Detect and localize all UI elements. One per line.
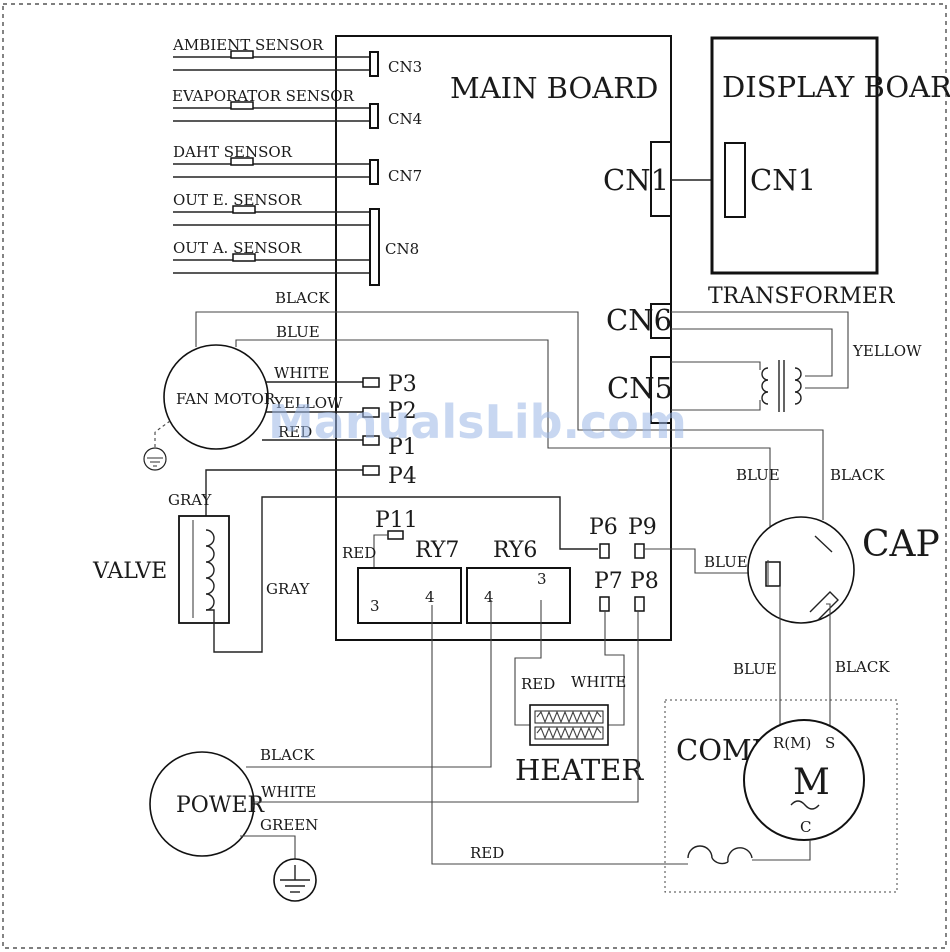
- pin-p4: P4: [388, 464, 417, 489]
- wire-red-comp: RED: [470, 844, 504, 862]
- sensor-label: OUT A. SENSOR: [173, 239, 302, 257]
- pin-p11: P11: [375, 508, 418, 533]
- ry6-terminal-4: 4: [484, 588, 494, 606]
- power-source: [149, 751, 255, 857]
- cn6-connector: [650, 303, 672, 339]
- pin-p6: P6: [589, 515, 618, 540]
- ac-wave-icon: [790, 800, 820, 810]
- ry6-terminal-3: 3: [537, 570, 547, 588]
- sensor-ambient: AMBIENT SENSOR CN3: [172, 36, 422, 77]
- relay-ry7-label: RY7: [415, 538, 459, 563]
- pin-p2: P2: [388, 399, 417, 424]
- fan-motor: [163, 344, 269, 450]
- power-label: POWER: [176, 793, 266, 818]
- display-cn1-connector: [724, 142, 746, 218]
- relay-ry7: [357, 567, 462, 624]
- wire-white-heater: WHITE: [571, 673, 626, 691]
- wire-yellow-transformer: YELLOW: [852, 342, 922, 360]
- compressor-motor: [743, 719, 865, 841]
- transformer-label: TRANSFORMER: [708, 284, 896, 309]
- comp-terminal-c: C: [800, 818, 811, 836]
- relay-ry6: [466, 567, 571, 624]
- sensor-evaporator: EVAPORATOR SENSOR CN4: [172, 87, 422, 129]
- wire-red-fan: RED: [278, 423, 312, 441]
- valve: [178, 515, 230, 624]
- sensor-daht: DAHT SENSOR CN7: [173, 143, 422, 185]
- sensor-out-a: OUT A. SENSOR: [173, 239, 370, 274]
- capacitor: [747, 516, 855, 624]
- wire-black-comp: BLACK: [835, 658, 890, 676]
- cn8-connector: [369, 208, 380, 286]
- pin-p9: P9: [628, 515, 657, 540]
- display-cn1-label: CN1: [750, 163, 816, 197]
- wire-blue-cap-top: BLUE: [736, 466, 780, 484]
- watermark: ManualsLib.com: [268, 395, 687, 449]
- wire-black-power: BLACK: [260, 746, 315, 764]
- display-board-title: DISPLAY BOARD: [722, 70, 950, 104]
- comp-terminal-r: R(M): [773, 734, 811, 752]
- sensor-out-e: OUT E. SENSOR: [173, 191, 370, 226]
- relay-ry6-label: RY6: [493, 538, 537, 563]
- cn5-connector: [650, 356, 672, 424]
- compressor-enclosure: [664, 699, 898, 893]
- cn8-label: CN8: [385, 240, 419, 258]
- pin-p8: P8: [630, 569, 659, 594]
- connector-label: CN4: [388, 110, 422, 128]
- main-board-title: MAIN BOARD: [450, 71, 658, 105]
- wire-blue-fan: BLUE: [276, 323, 320, 341]
- ground-icon: [143, 447, 167, 471]
- cn6-label: CN6: [606, 303, 672, 337]
- wire-gray-valve-bottom: GRAY: [266, 580, 311, 598]
- wire-white-fan: WHITE: [274, 364, 329, 382]
- sensor-label: OUT E. SENSOR: [173, 191, 302, 209]
- wire-red-p11: RED: [342, 544, 376, 562]
- pin-p7: P7: [594, 569, 623, 594]
- main-cn1-connector: [650, 141, 672, 217]
- main-cn1-label: CN1: [603, 163, 669, 197]
- motor-symbol: M: [793, 762, 830, 803]
- wire-gray-valve-top: GRAY: [168, 491, 213, 509]
- wire-red-heater: RED: [521, 675, 555, 693]
- cn5-label: CN5: [607, 371, 673, 405]
- wire-yellow-fan: YELLOW: [273, 394, 343, 412]
- pin-p1: P1: [388, 435, 417, 460]
- fan-motor-label: FAN MOTOR: [176, 390, 276, 408]
- overload-protector: [687, 845, 753, 865]
- comp-terminal-s: S: [825, 734, 835, 752]
- ry7-terminal-3: 3: [370, 597, 380, 615]
- wire-green-power: GREEN: [260, 816, 318, 834]
- sensor-label: DAHT SENSOR: [173, 143, 293, 161]
- sensor-label: AMBIENT SENSOR: [172, 36, 324, 54]
- valve-label: VALVE: [92, 559, 167, 584]
- connector-label: CN3: [388, 58, 422, 76]
- pin-p3: P3: [388, 372, 417, 397]
- wire-blue-cap: BLUE: [704, 553, 748, 571]
- heater-label: HEATER: [515, 753, 644, 787]
- cap-label: CAP: [862, 524, 940, 565]
- wire-white-power: WHITE: [261, 783, 316, 801]
- wire-black-fan: BLACK: [275, 289, 330, 307]
- sensor-label: EVAPORATOR SENSOR: [172, 87, 355, 105]
- wire-black-cap-top: BLACK: [830, 466, 885, 484]
- transformer: [761, 360, 802, 412]
- connector-label: CN7: [388, 167, 422, 185]
- wire-blue-comp: BLUE: [733, 660, 777, 678]
- ry7-terminal-4: 4: [425, 588, 435, 606]
